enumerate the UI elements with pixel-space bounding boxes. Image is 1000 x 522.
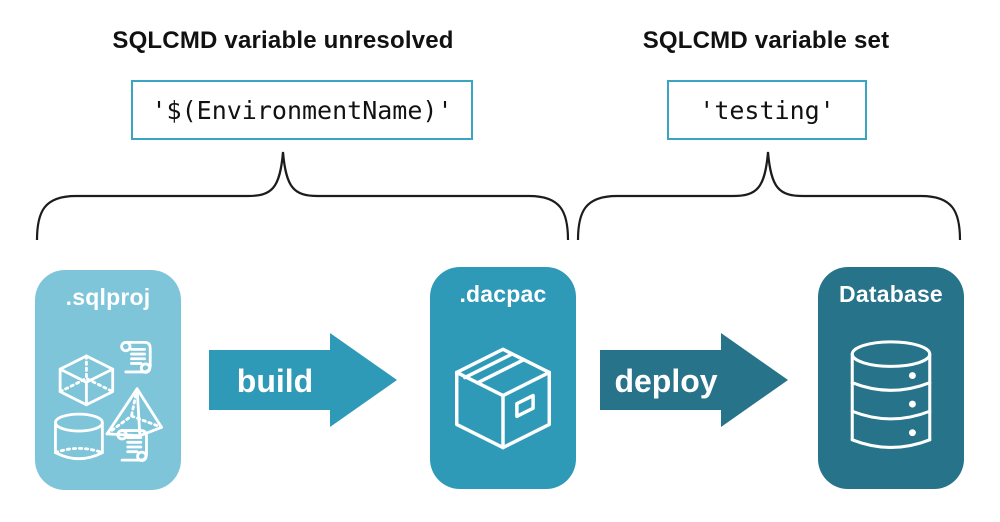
dacpac-label: .dacpac: [459, 281, 547, 307]
stage-card-database: Database: [818, 267, 964, 489]
deploy-arrow: deploy: [600, 333, 788, 429]
heading-sqlcmd-set: SQLCMD variable set: [642, 27, 890, 54]
deploy-arrow-shape: [600, 333, 788, 427]
code-box-environment-name: '$(EnvironmentName)': [131, 80, 473, 140]
sql-objects-icon: [35, 311, 181, 490]
right-brace: [576, 151, 962, 241]
deploy-arrow-label: deploy: [614, 362, 718, 399]
package-icon: [430, 308, 576, 489]
build-arrow-label: build: [236, 362, 314, 399]
build-arrow-shape: [209, 333, 397, 427]
stage-card-sqlproj: .sqlproj: [35, 270, 181, 490]
build-arrow: build: [209, 333, 397, 429]
database-label: Database: [839, 281, 943, 307]
stage-card-dacpac: .dacpac: [430, 267, 576, 489]
database-icon: [818, 308, 964, 489]
code-box-testing: 'testing': [667, 80, 867, 140]
left-brace: [35, 151, 570, 241]
sqlproj-label: .sqlproj: [65, 284, 151, 310]
heading-sqlcmd-unresolved: SQLCMD variable unresolved: [112, 27, 454, 54]
